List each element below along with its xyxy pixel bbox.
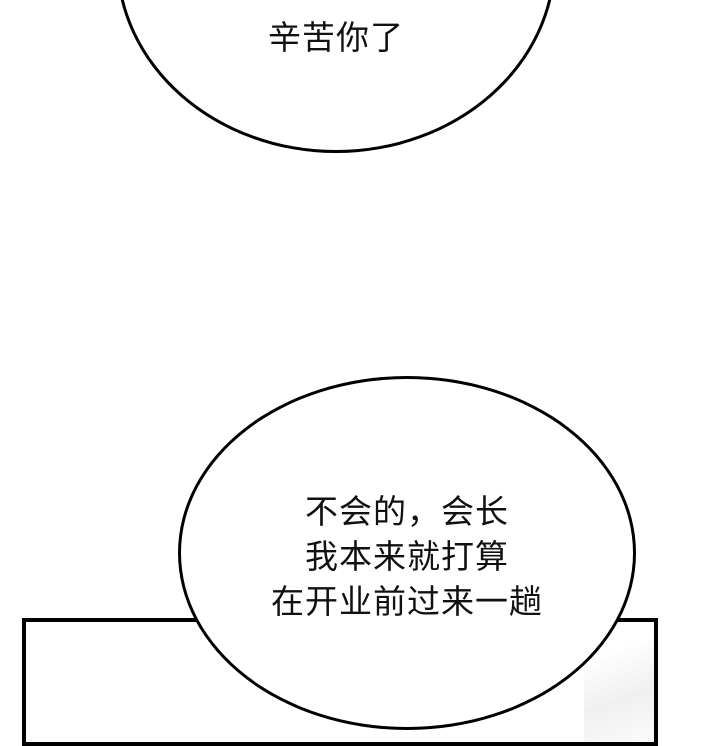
bubble-text-block: 不会的，会长 我本来就打算 在开业前过来一趟	[181, 489, 633, 624]
speech-bubble-bottom: 不会的，会长 我本来就打算 在开业前过来一趟	[178, 376, 636, 730]
bubble-text-line-1: 不会的，会长	[305, 492, 509, 531]
bubble-text-line-2: 我本来就打算	[305, 537, 509, 576]
comic-page: 辛苦你了 不会的，会长 我本来就打算 在开业前过来一趟	[22, 0, 658, 746]
bubble-text-line: 辛苦你了	[268, 18, 404, 57]
speech-bubble-top: 辛苦你了	[116, 0, 556, 153]
bubble-text-line-3: 在开业前过来一趟	[271, 582, 543, 621]
